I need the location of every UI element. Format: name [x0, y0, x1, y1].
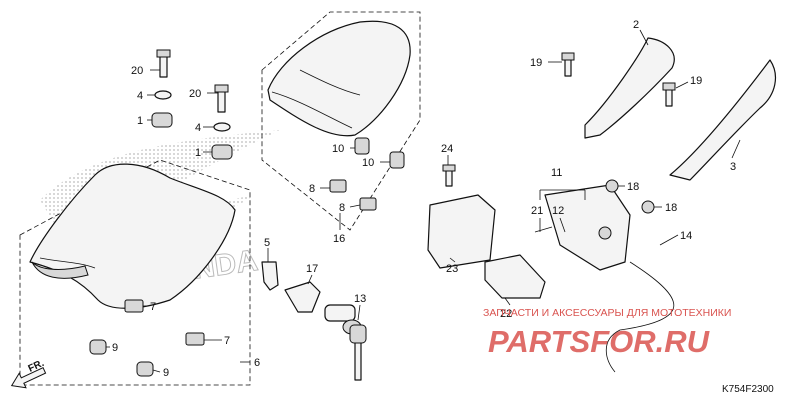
damper-10-b: [389, 151, 405, 169]
diagram-code: K754F2300: [722, 384, 774, 395]
callout-18: 18: [627, 181, 639, 193]
callout-24: 24: [441, 143, 453, 155]
callout-9: 9: [112, 342, 118, 354]
washer-4-left: [154, 90, 172, 100]
callout-11: 11: [551, 167, 562, 179]
callout-13: 13: [354, 293, 366, 305]
bolt-20-right: [214, 84, 229, 113]
callout-2: 2: [633, 19, 639, 31]
callout-12: 12: [552, 205, 564, 217]
callout-1: 1: [195, 147, 201, 159]
cushion-9-a: [89, 339, 107, 355]
pillion-seat: [267, 20, 411, 137]
callout-16: 16: [333, 233, 345, 245]
callout-20: 20: [189, 88, 201, 100]
callout-4: 4: [137, 90, 143, 102]
key-cylinder-13: [324, 304, 367, 381]
nut-18-b: [641, 200, 655, 214]
cushion-9-b: [136, 361, 154, 377]
callout-21: 21: [531, 205, 543, 217]
callout-4: 4: [195, 122, 201, 134]
bolt-24: [442, 164, 456, 187]
bracket-5: [261, 261, 279, 291]
callout-8: 8: [309, 183, 315, 195]
watermark-site: PARTSFOR.RU: [488, 324, 711, 359]
callout-5: 5: [264, 237, 270, 249]
watermark-tagline: ЗАПЧАСТИ И АКСЕССУАРЫ ДЛЯ МОТОТЕХНИКИ: [483, 307, 731, 319]
callout-9: 9: [163, 367, 169, 379]
lock-bracket-17: [284, 281, 321, 313]
callout-17: 17: [306, 263, 318, 275]
callout-10: 10: [362, 157, 374, 169]
rider-seat: [29, 163, 236, 309]
callout-18: 18: [665, 202, 677, 214]
callout-19: 19: [690, 75, 702, 87]
callout-3: 3: [730, 161, 736, 173]
bolt-19-a: [561, 52, 575, 77]
washer-4-right: [213, 122, 231, 132]
group-frame-16: [261, 11, 421, 231]
seat-lock-cable-14: [605, 261, 675, 373]
callout-labels: 20 4 1 20 4 1 10 10 8 8 16 5 17 13 7 7 9…: [112, 19, 736, 379]
callout-6: 6: [254, 357, 260, 369]
nut-18-a: [605, 179, 619, 193]
grab-rail-3: [669, 59, 777, 181]
callout-10: 10: [332, 143, 344, 155]
callout-7: 7: [224, 335, 230, 347]
callout-14: 14: [680, 230, 692, 242]
callout-7: 7: [150, 301, 156, 313]
spring-21: [534, 226, 553, 233]
bolt-19-b: [662, 82, 676, 107]
callout-22: 22: [500, 308, 512, 320]
seat-latch-12: [544, 184, 631, 271]
lock-case-23: [427, 194, 496, 269]
callout-20: 20: [131, 65, 143, 77]
leader-lines: [106, 29, 741, 373]
front-direction-arrow: [10, 367, 47, 389]
bolt-20-left: [156, 49, 171, 78]
clip-7-b: [185, 332, 205, 346]
callout-1: 1: [137, 115, 143, 127]
callout-19: 19: [530, 57, 542, 69]
grommet-1-right: [211, 144, 233, 160]
grommet-1-left: [151, 112, 173, 128]
callout-8: 8: [339, 202, 345, 214]
callout-23: 23: [446, 263, 458, 275]
grab-rail-2: [584, 37, 675, 139]
clip-8-a: [329, 179, 347, 193]
bracket-22: [484, 254, 546, 299]
clip-8-b: [359, 197, 377, 211]
damper-10-a: [354, 137, 370, 155]
clip-7-a: [124, 299, 144, 313]
